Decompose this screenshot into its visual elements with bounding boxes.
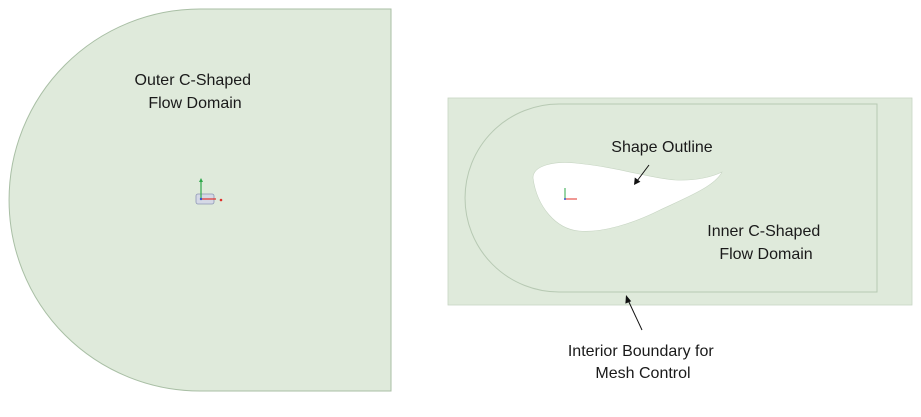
interior-boundary-label-line1: Interior Boundary for bbox=[568, 343, 715, 360]
interior-boundary-arrow bbox=[625, 295, 643, 331]
interior-boundary-line bbox=[464, 103, 878, 293]
inner-domain-label-line2: Flow Domain bbox=[719, 246, 812, 263]
shape-outline-arrow bbox=[634, 164, 650, 185]
outer-domain-label: Outer C-Shaped Flow Domain bbox=[135, 72, 256, 112]
airfoil-shape bbox=[532, 162, 723, 232]
coordinate-triad-icon bbox=[195, 178, 223, 205]
interior-boundary-label-line2: Mesh Control bbox=[595, 365, 690, 382]
airfoil-triad-icon bbox=[564, 188, 577, 200]
inner-domain-label: Inner C-Shaped Flow Domain bbox=[707, 223, 824, 263]
outer-domain-label-line1: Outer C-Shaped bbox=[135, 72, 252, 89]
outer-domain-label-line2: Flow Domain bbox=[148, 95, 241, 112]
shape-outline-label: Shape Outline bbox=[611, 139, 713, 156]
interior-boundary-label: Interior Boundary for Mesh Control bbox=[568, 343, 718, 382]
inner-domain-label-line1: Inner C-Shaped bbox=[707, 223, 820, 240]
inner-domain-panel bbox=[447, 97, 913, 306]
